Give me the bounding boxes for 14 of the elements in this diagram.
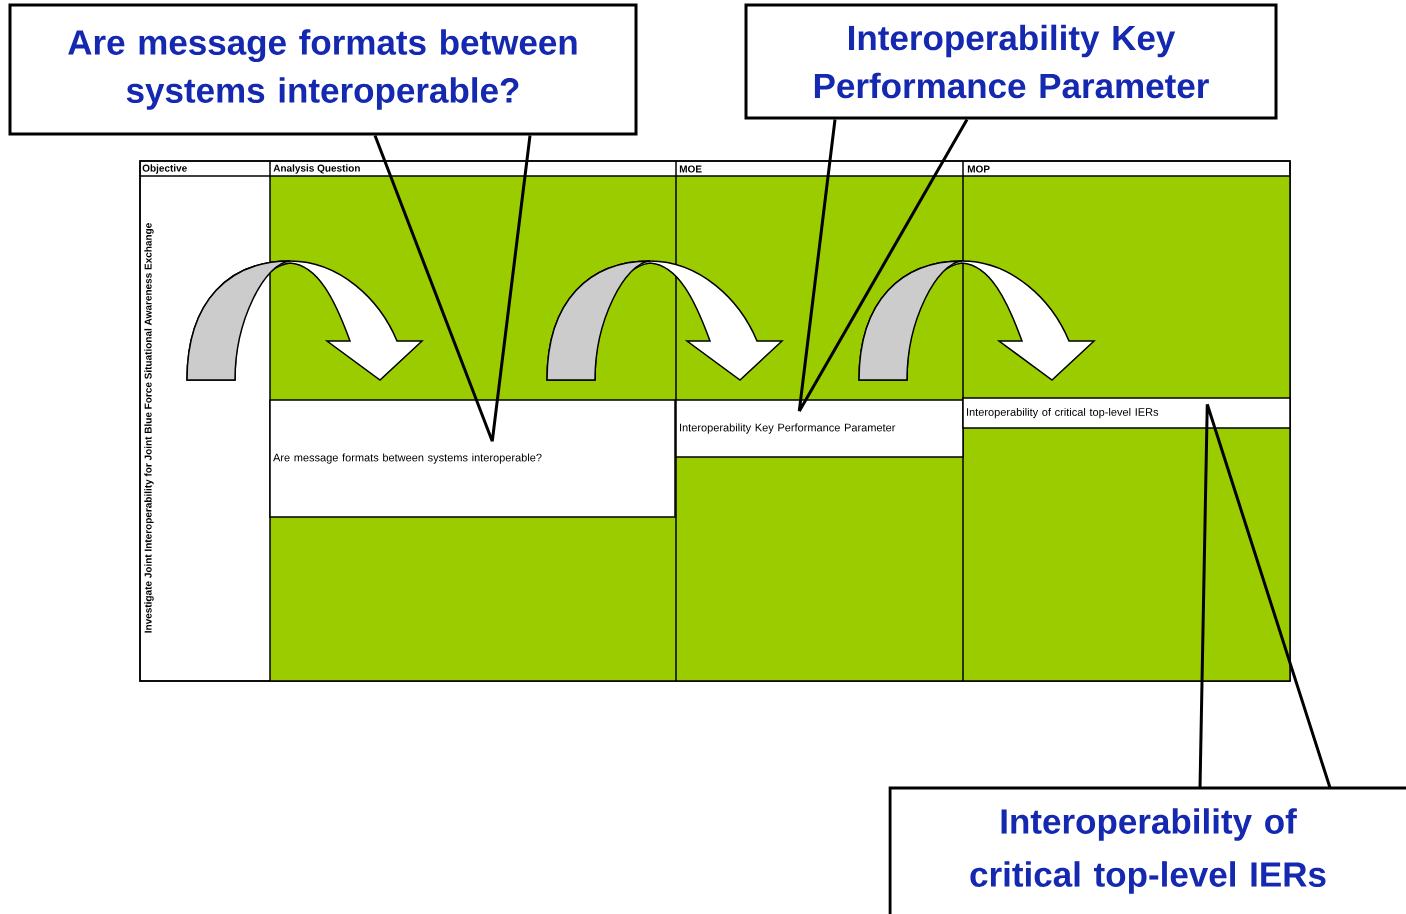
objective-text: Investigate Joint Interoperability for Joint Blue Force Situational Awareness Exchange [144, 223, 154, 633]
table-cell: Interoperability of critical top-level IERs [962, 397, 1291, 429]
table-cell: Are message formats between systems interoperable? [269, 399, 676, 518]
header-text: MOP [967, 165, 990, 173]
callout-pointer [1198, 402, 1332, 790]
callout-box: Interoperability of critical top-level IERs [880, 786, 1406, 914]
callout-pointer [797, 118, 969, 413]
header-text: Analysis Question [273, 164, 360, 174]
callout-pointer [373, 134, 532, 443]
header-text: MOE [679, 165, 702, 173]
callout-box: Are message formats between systems interoperable? [8, 3, 638, 136]
callout-box: Interoperability Key Performance Parameter [744, 3, 1278, 120]
header-text: Objective [142, 164, 187, 174]
table-cell: Interoperability Key Performance Parameter [675, 399, 964, 458]
